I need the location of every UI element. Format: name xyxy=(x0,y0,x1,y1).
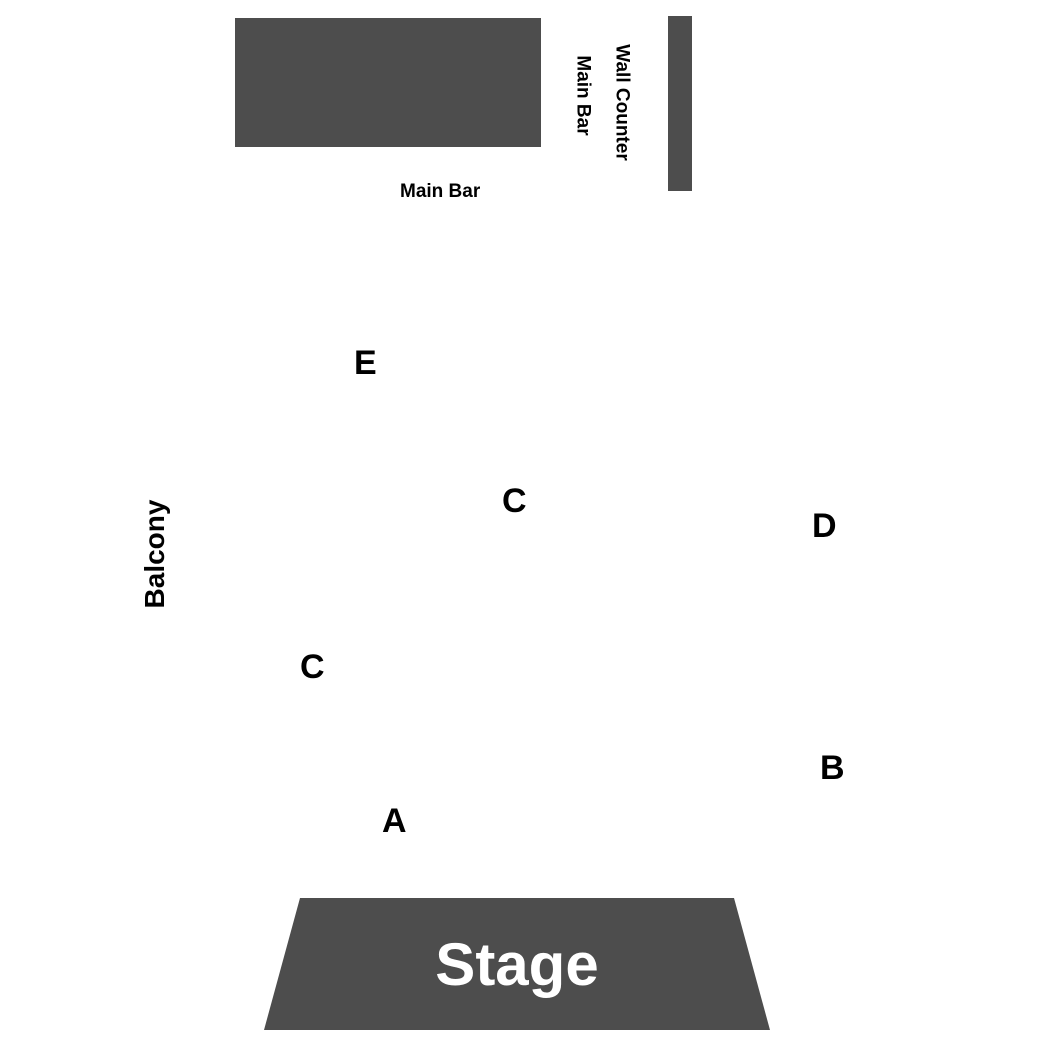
section-a-label[interactable]: A xyxy=(382,802,407,840)
section-c-lower-label[interactable]: C xyxy=(300,648,325,686)
stage-label: Stage xyxy=(435,930,599,998)
section-b-label[interactable]: B xyxy=(820,749,845,787)
section-d-label[interactable]: D xyxy=(812,507,837,545)
stage-polygon xyxy=(264,898,770,1030)
stage-area[interactable]: Stage xyxy=(264,898,770,1030)
main-bar-label: Main Bar xyxy=(400,181,481,202)
wall-counter-label: Wall Counter xyxy=(611,44,633,161)
main-bar-side-label: Main Bar xyxy=(572,55,594,136)
main-bar-area[interactable] xyxy=(235,18,541,147)
section-c-upper-label[interactable]: C xyxy=(502,482,527,520)
stage-shape xyxy=(264,898,770,1030)
balcony-label[interactable]: Balcony xyxy=(139,499,170,609)
section-e-label[interactable]: E xyxy=(354,344,377,382)
wall-counter-area[interactable] xyxy=(668,16,692,191)
